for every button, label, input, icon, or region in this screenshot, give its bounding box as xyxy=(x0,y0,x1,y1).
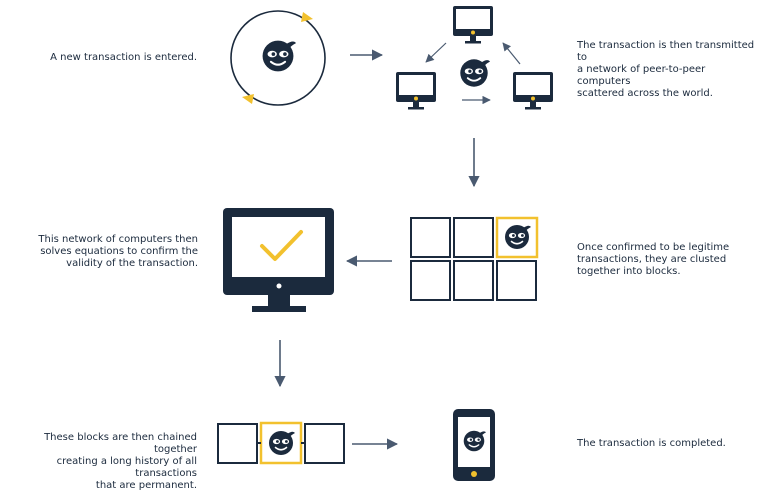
caption-line: scattered across the world. xyxy=(577,88,713,99)
caption-step-3: Once confirmed to be legitime transactio… xyxy=(577,242,729,278)
caption-line: These blocks are then chained together xyxy=(44,432,197,455)
caption-line: validity of the transaction. xyxy=(66,258,198,269)
caption-step-4: This network of computers then solves eq… xyxy=(38,234,198,270)
caption-step-5: These blocks are then chained together c… xyxy=(0,432,197,492)
caption-step-6: The transaction is completed. xyxy=(577,438,726,450)
caption-step-1: A new transaction is entered. xyxy=(50,52,197,64)
block-chain-icon xyxy=(217,421,345,465)
caption-line: The transaction is completed. xyxy=(577,438,726,449)
verification-monitor-icon xyxy=(223,208,334,312)
transaction-cycle-icon xyxy=(230,10,326,106)
caption-line: solves equations to confirm the xyxy=(40,246,198,257)
caption-line: creating a long history of all transacti… xyxy=(56,456,197,479)
caption-line: Once confirmed to be legitime xyxy=(577,242,730,253)
caption-line: a network of peer-to-peer computers xyxy=(577,64,706,87)
caption-line: A new transaction is entered. xyxy=(50,52,197,63)
caption-line: that are permanent. xyxy=(95,480,197,491)
caption-line: This network of computers then xyxy=(38,234,198,245)
caption-line: The transaction is then transmitted to xyxy=(577,40,755,63)
caption-line: transactions, they are clusted xyxy=(577,254,727,265)
caption-step-2: The transaction is then transmitted to a… xyxy=(577,40,760,100)
peer-network-icon xyxy=(396,6,553,110)
caption-line: together into blocks. xyxy=(577,266,681,277)
phone-icon xyxy=(453,409,495,481)
blocks-grid-icon xyxy=(410,216,539,301)
